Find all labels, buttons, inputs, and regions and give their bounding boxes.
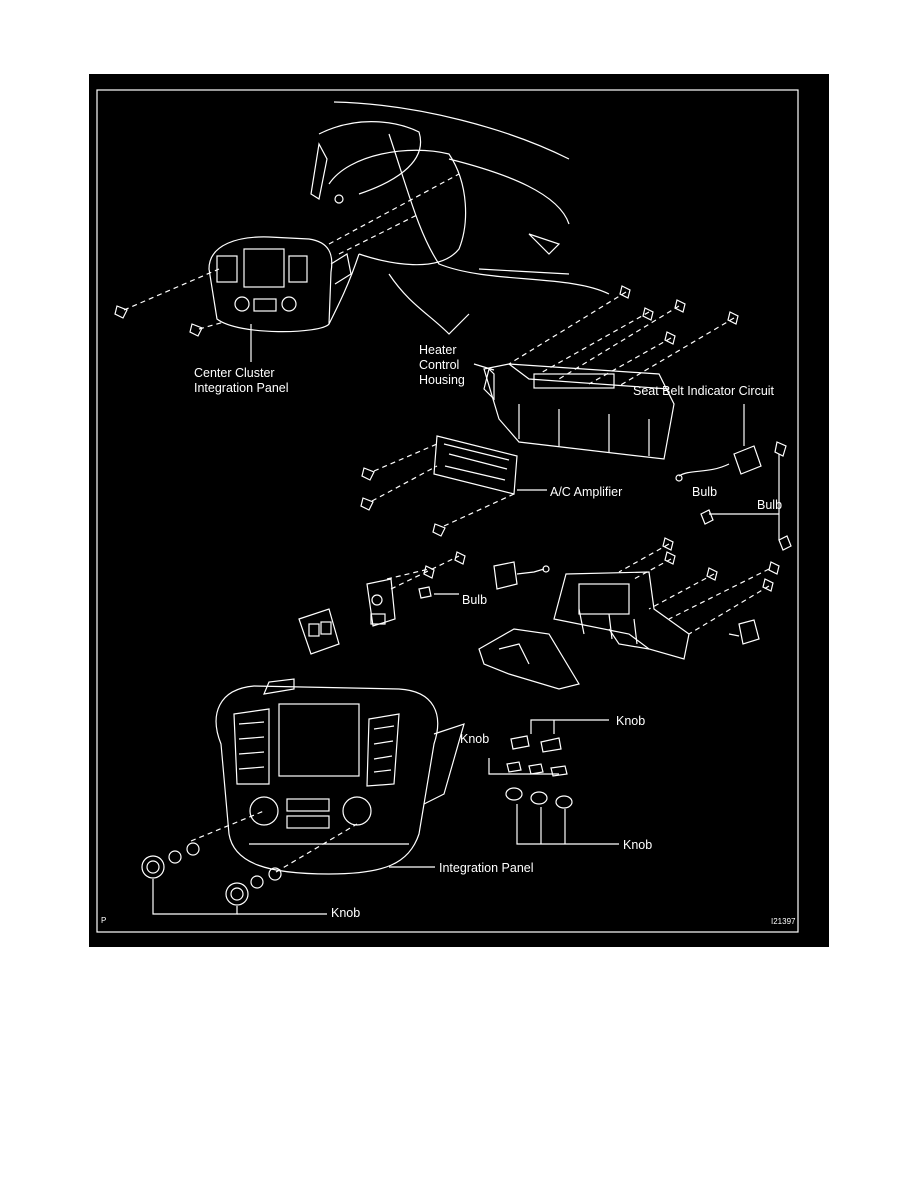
label-bulb-mid: Bulb: [462, 593, 488, 607]
frame-screws: [662, 537, 780, 592]
console-bracket: [478, 628, 580, 690]
diagram-panel: Center Cluster Integration Panel Heater …: [89, 74, 829, 947]
label-knob-bottom: Knob: [331, 906, 361, 920]
switch-screws-bulb: [418, 551, 466, 599]
label-figure-code: I21397: [771, 917, 796, 926]
label-ac-amplifier: A/C Amplifier: [550, 485, 623, 499]
label-heater-1: Heater: [419, 343, 457, 357]
amplifier-screws: [360, 467, 446, 537]
label-knob-right: Knob: [623, 838, 653, 852]
label-heater-3: Housing: [419, 373, 465, 387]
connector-plug: [728, 619, 760, 645]
blower-switch: [493, 561, 550, 590]
integration-panel-drawing: [215, 678, 465, 875]
ac-amplifier-board: [433, 435, 547, 495]
label-bulb-left: Bulb: [692, 485, 718, 499]
label-center-cluster-2: Integration Panel: [194, 381, 289, 395]
switch-dashed-lines: [386, 555, 460, 590]
heater-control-housing: [473, 363, 675, 460]
control-panel-frame: [553, 571, 690, 660]
panel-dashed-lines: [190, 810, 358, 873]
exploded-view-drawing: [96, 89, 799, 933]
switch-assembly-left: [298, 578, 396, 655]
inner-frame: [96, 89, 799, 933]
amplifier-dashed-lines: [371, 443, 515, 527]
label-corner-p: P: [101, 916, 107, 925]
bulb-right-parts: [700, 454, 792, 551]
center-cluster-panel: [208, 236, 352, 362]
cluster-dashed-lines: [123, 173, 460, 330]
frame-dashed-lines: [618, 543, 770, 635]
label-integration-panel: Integration Panel: [439, 861, 534, 875]
housing-screws: [619, 285, 739, 345]
label-knob-left: Knob: [460, 732, 490, 746]
label-knob-top: Knob: [616, 714, 646, 728]
housing-dashed-lines: [508, 291, 735, 387]
seat-belt-indicator-circuit: [675, 404, 787, 482]
panel-knobs-and-washers: [141, 842, 435, 915]
button-knobs: [488, 719, 619, 845]
label-bulb-right: Bulb: [757, 498, 783, 512]
cluster-screws: [114, 305, 203, 337]
label-heater-2: Control: [419, 358, 460, 372]
label-seat-belt-indicator: Seat Belt Indicator Circuit: [633, 384, 775, 398]
label-center-cluster-1: Center Cluster: [194, 366, 275, 380]
dashboard-outline: [310, 101, 610, 335]
